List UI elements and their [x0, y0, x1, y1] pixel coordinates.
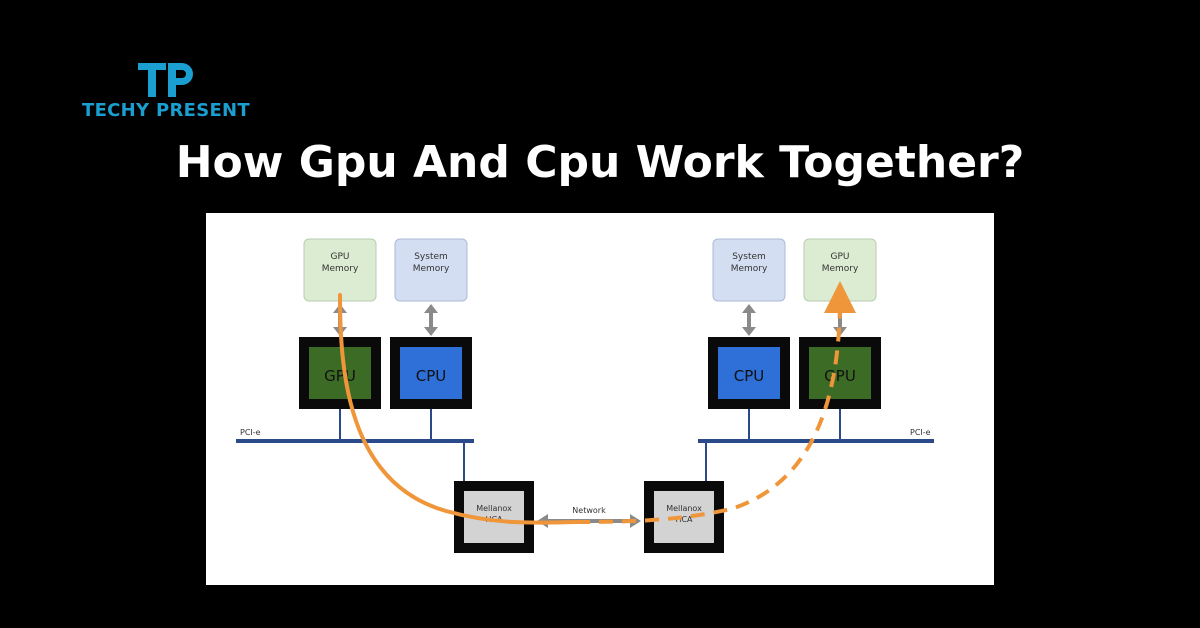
right-cpu-die	[718, 347, 780, 399]
right-gpu-label: GPU	[824, 367, 856, 385]
left-gpu-die	[309, 347, 371, 399]
diagram-canvas: PCI-e PCI-e GPU Memory System Memory Sys…	[236, 238, 934, 553]
network-label: Network	[572, 506, 606, 515]
pcie-label-left: PCI-e	[240, 428, 261, 437]
logo-text: TECHY PRESENT	[82, 100, 251, 121]
pcie-label-right: PCI-e	[910, 428, 931, 437]
memory-link-arrows	[333, 304, 847, 336]
data-path-source	[338, 293, 578, 525]
right-system-memory-label-1: System	[732, 252, 766, 262]
left-cpu-label: CPU	[416, 367, 447, 385]
left-gpu-memory-label-1: GPU	[331, 252, 350, 262]
right-hca-inner	[654, 491, 714, 543]
right-gpu-die	[809, 347, 871, 399]
data-path-destination	[575, 281, 856, 524]
tp-monogram-icon	[138, 63, 193, 97]
right-hca-label-2: HCA	[675, 515, 693, 524]
page-title: How Gpu And Cpu Work Together?	[175, 137, 1025, 188]
left-cpu-die	[400, 347, 462, 399]
gpu-cpu-diagram: PCI-e PCI-e GPU Memory System Memory Sys…	[206, 213, 994, 585]
left-system-memory-label-1: System	[414, 252, 448, 262]
left-system-memory-label-2: Memory	[413, 264, 450, 274]
right-cpu-label: CPU	[734, 367, 765, 385]
left-gpu-memory-label-2: Memory	[322, 264, 359, 274]
left-gpu-label: GPU	[324, 367, 356, 385]
right-gpu-memory-label-1: GPU	[831, 252, 850, 262]
right-system-memory-box	[712, 238, 786, 302]
right-system-memory-label-2: Memory	[731, 264, 768, 274]
left-hca-label-1: Mellanox	[476, 504, 512, 513]
right-hca-label-1: Mellanox	[666, 504, 702, 513]
left-system-memory-box	[394, 238, 468, 302]
techy-present-logo[interactable]: TECHY PRESENT	[82, 60, 252, 126]
right-gpu-memory-label-2: Memory	[822, 264, 859, 274]
